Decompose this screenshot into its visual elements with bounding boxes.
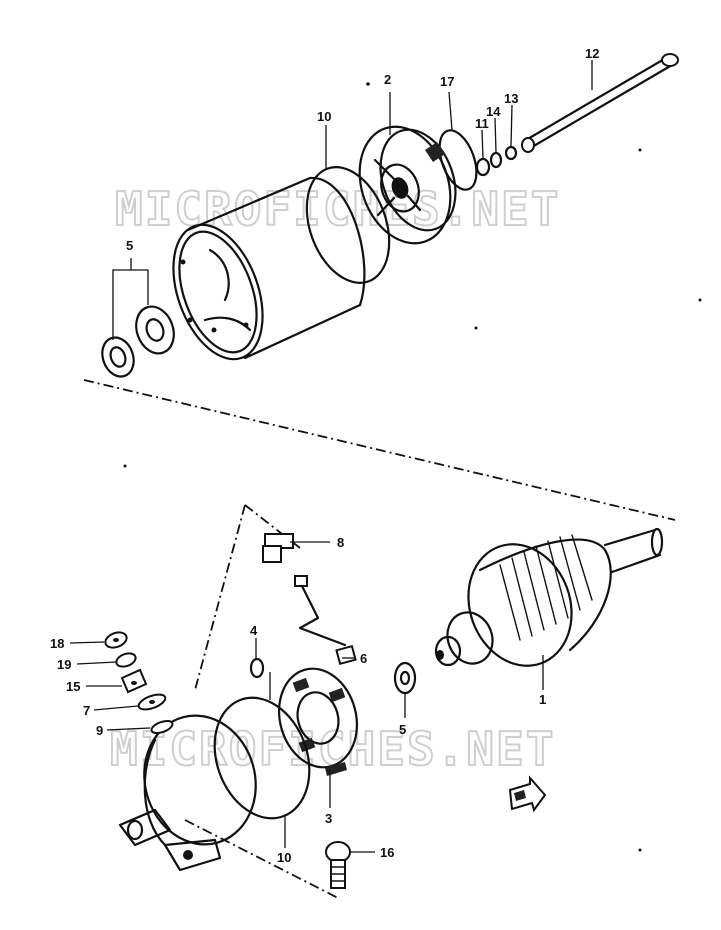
callout-7: 7 (83, 703, 90, 718)
callout-5-bottom: 5 (399, 722, 406, 737)
callout-5-top: 5 (126, 238, 133, 253)
insulator-part-15 (120, 668, 148, 694)
callout-2: 2 (384, 72, 391, 87)
armature-part-1 (434, 527, 664, 667)
washer-part-11 (475, 157, 491, 177)
callout-1: 1 (539, 692, 546, 707)
callout-4: 4 (250, 623, 258, 638)
washer-part-19 (115, 652, 137, 668)
spring-part-4 (249, 657, 265, 679)
rear-cover (118, 714, 257, 872)
callout-6: 6 (360, 651, 367, 666)
callout-3: 3 (325, 811, 332, 826)
yoke-housing (172, 176, 366, 361)
callout-9: 9 (96, 723, 103, 738)
top-leaders (112, 60, 593, 340)
callout-10-top: 10 (317, 109, 331, 124)
callout-8: 8 (337, 535, 344, 550)
callout-12: 12 (585, 46, 599, 61)
callout-18: 18 (50, 636, 64, 651)
callout-10-bottom: 10 (277, 850, 291, 865)
insulator-part-18 (104, 631, 128, 649)
o-ring-part-10-bottom (213, 696, 311, 820)
front-direction-arrow-icon (508, 775, 547, 813)
bottom-leaders (69, 541, 544, 853)
terminal-part-8 (262, 533, 294, 563)
o-ring-part-9 (150, 719, 174, 735)
end-cover-part-2 (358, 125, 457, 245)
callout-13: 13 (504, 91, 518, 106)
brush-part-6 (294, 575, 357, 666)
plate-part-7 (137, 693, 167, 711)
bracket-line-3 (184, 819, 339, 899)
through-bolt-part-12 (521, 53, 679, 153)
callout-16: 16 (380, 845, 394, 860)
callout-15: 15 (66, 679, 80, 694)
nut-part-13 (504, 145, 518, 161)
callout-17: 17 (440, 74, 454, 89)
bracket-line (194, 504, 246, 691)
washer-part-5-bottom (393, 661, 417, 695)
callout-14: 14 (486, 104, 501, 119)
washer-pair-part-5-top (101, 305, 175, 378)
washer-part-14 (489, 151, 503, 169)
separation-line (83, 379, 676, 521)
screw-part-16 (325, 841, 351, 889)
scan-specks (123, 82, 702, 852)
o-ring-part-10-top (305, 166, 391, 284)
callout-19: 19 (57, 657, 71, 672)
bracket-line-2 (244, 504, 301, 549)
callout-11: 11 (475, 116, 489, 131)
